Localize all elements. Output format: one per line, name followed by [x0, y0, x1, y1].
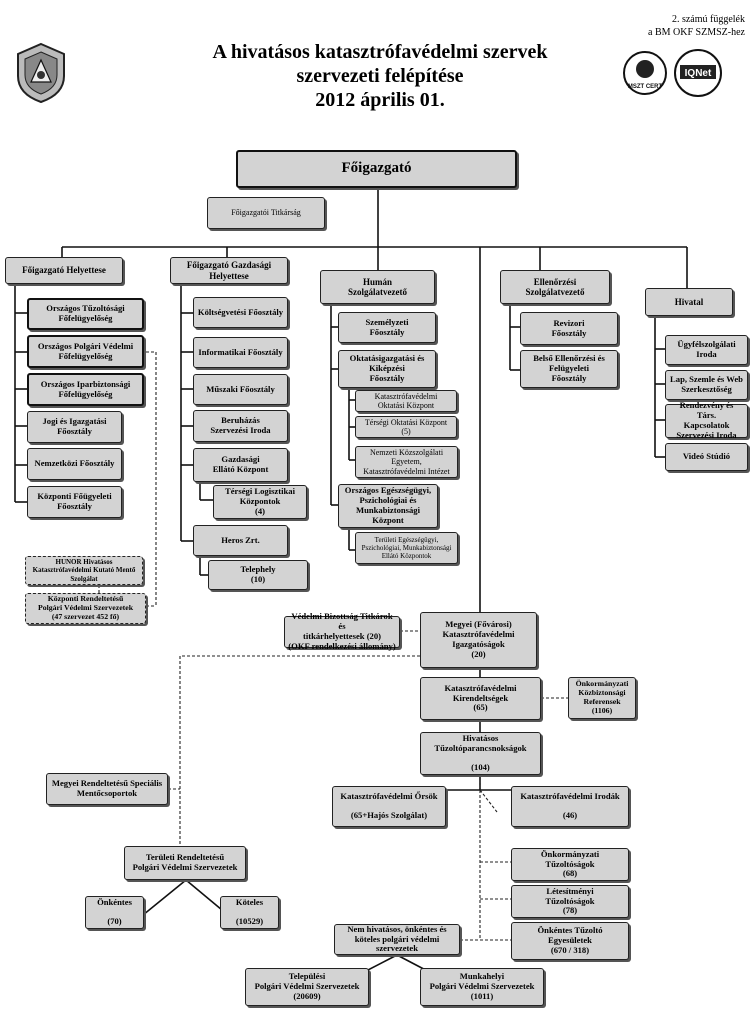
box-onkentes: Önkéntes (70) — [85, 896, 144, 929]
box-foigazgato: Főigazgató — [236, 150, 517, 188]
box-beruhazas: Beruházás Szervezési Iroda — [193, 410, 288, 442]
box-belso-ellenorzesi: Belső Ellenőrzési és Felügyeleti Főosztá… — [520, 350, 618, 388]
box-kozponti-fougyeleti: Központi Főügyeleti Főosztály — [27, 486, 122, 518]
box-onkormanyzati-tuzoltosagok: Önkormányzati Tűzoltóságok (68) — [511, 848, 629, 881]
page-title-line2: szervezeti felépítése — [296, 65, 464, 87]
box-tersegi-logisztikai: Térségi Logisztikai Központok (4) — [213, 485, 307, 519]
box-teruleti-egeszsegugyi: Területi Egészségügyi, Pszichológiai, Mu… — [355, 532, 458, 564]
box-hunor: HUNOR Hivatásos Katasztrófavédelmi Kutat… — [25, 556, 143, 585]
box-informatikai: Informatikai Főosztály — [193, 337, 288, 368]
box-katasztrofavedelmi-orsok: Katasztrófavédelmi Őrsök (65+Hajós Szolg… — [332, 786, 446, 827]
box-iparbiztonsagi-fofelugyeloseg: Országos Iparbiztonsági Főfelügyelőség — [27, 373, 144, 406]
cert-logo-text: MSZT CERT — [628, 84, 663, 90]
box-telephely: Telephely (10) — [208, 560, 308, 590]
box-katasztrofavedelmi-irodak: Katasztrófavédelmi Irodák (46) — [511, 786, 629, 827]
box-rendezveny: Rendezvény és Társ. Kapcsolatok Szervezé… — [665, 400, 748, 440]
box-koltsegvetesi: Költségvetési Főosztály — [193, 297, 288, 328]
iqnet-logo-text: IQNet — [685, 68, 712, 79]
box-onkormanyzati-kozbiztonsagi: Önkormányzati Közbiztonsági Referensek (… — [568, 677, 636, 719]
box-hivatasos-tuzoltoparancsnoksagok: Hivatásos Tűzoltóparancsnokságok (104) — [420, 732, 541, 775]
mszt-cert-logo: MSZT CERT — [622, 50, 668, 96]
box-nemzeti-kozszolgalati: Nemzeti Közszolgálati Egyetem, Katasztró… — [355, 446, 458, 478]
iqnet-logo: IQNet — [672, 48, 724, 98]
box-megyei-igazgatosagok: Megyei (Fővárosi) Katasztrófavédelmi Iga… — [420, 612, 537, 668]
appendix-note: 2. számú függelék a BM OKF SZMSZ-hez — [648, 14, 745, 38]
box-gazdasagi-ellato: Gazdasági Ellátó Központ — [193, 448, 288, 482]
box-letesitmenyi-tuzoltosagok: Létesítményi Tűzoltóságok (78) — [511, 885, 629, 918]
box-revizori: Revizori Főosztály — [520, 312, 618, 345]
box-ellenorzesi-szolgalatvezeto: Ellenőrzési Szolgálatvezető — [500, 270, 610, 304]
box-polgari-vedelmi-fofelugyeloseg: Országos Polgári Védelmi Főfelügyelőség — [27, 335, 144, 368]
box-kirendeltsegek: Katasztrófavédelmi Kirendeltségek (65) — [420, 677, 541, 720]
box-munkahelyi: Munkahelyi Polgári Védelmi Szervezetek (… — [420, 968, 544, 1006]
page-title-line3: 2012 április 01. — [315, 89, 445, 111]
box-human-szolgalatvezeto: Humán Szolgálatvezető — [320, 270, 435, 304]
box-ugyfelszolgalati: Ügyfélszolgálati Iroda — [665, 335, 748, 365]
box-nemzetkozi: Nemzetközi Főosztály — [27, 448, 122, 480]
box-muszaki: Műszaki Főosztály — [193, 374, 288, 405]
box-tuzoltosagi-fofelugyeloseg: Országos Tűzoltósági Főfelügyelőség — [27, 298, 144, 330]
box-kozponti-rendeltetesu: Központi Rendeltetésű Polgári Védelmi Sz… — [25, 593, 146, 624]
box-kat-oktatasi-kozpont: Katasztrófavédelmi Oktatási Központ — [355, 390, 457, 412]
box-video-studio: Videó Stúdió — [665, 443, 748, 471]
box-gazdasagi-helyettese: Főigazgató Gazdasági Helyettese — [170, 257, 288, 284]
box-onkentes-tuzolto-egyesuletek: Önkéntes Tűzoltó Egyesületek (670 / 318) — [511, 922, 629, 960]
box-teruleti-rendeltetesu: Területi Rendeltetésű Polgári Védelmi Sz… — [124, 846, 246, 880]
box-vedelmi-bizottsag: Védelmi Bizottság Titkárok és titkárhely… — [284, 611, 400, 651]
box-oktatasigazgatasi: Oktatásigazgatási és Kiképzési Főosztály — [338, 350, 436, 388]
box-lap-szemle-web: Lap, Szemle és Web Szerkesztőség — [665, 370, 748, 400]
box-telepulesi: Települési Polgári Védelmi Szervezetek (… — [245, 968, 369, 1006]
crest-logo — [14, 42, 68, 104]
box-foigazgato-helyettese: Főigazgató Helyettese — [5, 257, 123, 284]
box-nem-hivatasos: Nem hivatásos, önkéntes és köteles polgá… — [334, 924, 460, 955]
box-megyei-specialis: Megyei Rendeltetésű Speciális Mentőcsopo… — [46, 773, 168, 805]
box-hivatal: Hivatal — [645, 288, 733, 316]
box-titkarsag: Főigazgatói Titkárság — [207, 197, 325, 229]
box-jogi-igazgatasi: Jogi és Igazgatási Főosztály — [27, 411, 122, 443]
page-title-line1: A hivatásos katasztrófavédelmi szervek — [212, 41, 548, 63]
box-egeszsegugyi-kozpont: Országos Egészségügyi, Pszichológiai és … — [338, 484, 438, 528]
box-heros: Heros Zrt. — [193, 525, 288, 556]
box-szemelyzeti: Személyzeti Főosztály — [338, 312, 436, 343]
box-koteles: Köteles (10529) — [220, 896, 279, 929]
box-tersegi-oktatasi-kozpont: Térségi Oktatási Központ (5) — [355, 416, 457, 438]
